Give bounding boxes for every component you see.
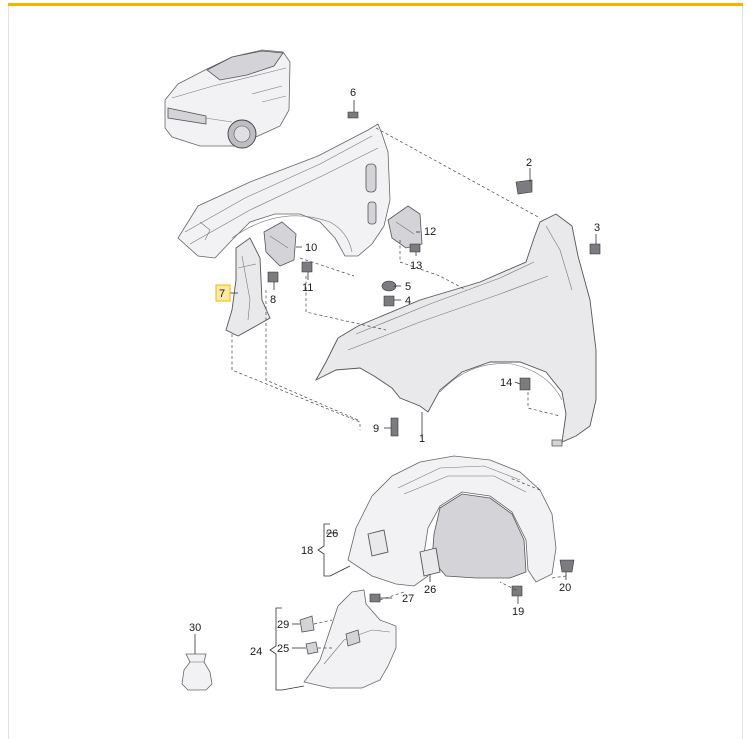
clip-14-icon bbox=[519, 377, 531, 391]
bolt-11-icon bbox=[301, 261, 313, 273]
vehicle-thumbnail bbox=[164, 49, 291, 149]
label-part-7-highlight bbox=[215, 284, 231, 302]
assembly-dashed-lines bbox=[231, 127, 567, 649]
leader-lines bbox=[194, 100, 597, 691]
clip-20-icon bbox=[559, 559, 575, 573]
clip-2-icon bbox=[515, 179, 533, 195]
part-number-labels: 6 2 3 5 4 8 11 10 12 13 14 9 1 26 18 26 … bbox=[189, 87, 600, 658]
label-part-27: 27 bbox=[402, 593, 414, 605]
label-part-5: 5 bbox=[405, 281, 411, 293]
top-accent-bar bbox=[8, 3, 743, 6]
label-part-10: 10 bbox=[305, 242, 317, 254]
fasteners bbox=[267, 111, 601, 655]
label-part-2: 2 bbox=[526, 157, 532, 169]
label-part-26-upper: 26 bbox=[326, 528, 338, 540]
label-part-13: 13 bbox=[410, 260, 422, 272]
front-fender-part-1 bbox=[314, 213, 597, 447]
label-part-4: 4 bbox=[405, 295, 411, 307]
label-part-24: 24 bbox=[250, 646, 262, 658]
label-part-12: 12 bbox=[424, 226, 436, 238]
label-part-18: 18 bbox=[301, 545, 313, 557]
label-part-30: 30 bbox=[189, 622, 201, 634]
label-part-7: 7 bbox=[219, 288, 225, 300]
fastener-bag-part-30 bbox=[181, 653, 213, 691]
bolt-6-icon bbox=[347, 111, 359, 119]
wheel-housing-liner-part-18 bbox=[347, 455, 557, 587]
clip-29-icon bbox=[299, 615, 315, 633]
label-part-14: 14 bbox=[500, 377, 512, 389]
bolt-3-icon bbox=[589, 243, 601, 255]
frame-border-right bbox=[742, 6, 743, 739]
bracket-part-10 bbox=[263, 221, 297, 267]
label-part-3: 3 bbox=[594, 222, 600, 234]
label-part-26-lower: 26 bbox=[424, 584, 436, 596]
label-part-11: 11 bbox=[302, 282, 313, 294]
label-part-8: 8 bbox=[270, 294, 276, 306]
label-part-9: 9 bbox=[373, 423, 379, 435]
screw-19-icon bbox=[511, 585, 523, 597]
label-part-20: 20 bbox=[559, 582, 571, 594]
nut-5-icon bbox=[381, 280, 397, 292]
bolt-9-icon bbox=[390, 417, 399, 437]
label-part-1: 1 bbox=[419, 433, 425, 445]
bolt-8-icon bbox=[267, 271, 279, 283]
screw-27-icon bbox=[369, 593, 381, 603]
label-part-25: 25 bbox=[277, 643, 289, 655]
label-part-29: 29 bbox=[277, 619, 289, 631]
underbody-trim-part-24 bbox=[303, 589, 397, 689]
bolt-4-icon bbox=[383, 295, 395, 307]
label-part-6: 6 bbox=[350, 87, 356, 99]
bracket-part-12 bbox=[387, 205, 423, 249]
bolt-13-icon bbox=[409, 243, 421, 253]
clip-25-icon bbox=[305, 641, 319, 655]
inner-wheelhouse-panel bbox=[177, 123, 391, 259]
label-part-19: 19 bbox=[512, 606, 524, 618]
reinforcement-part-7 bbox=[225, 237, 271, 337]
frame-border-left bbox=[8, 6, 9, 739]
